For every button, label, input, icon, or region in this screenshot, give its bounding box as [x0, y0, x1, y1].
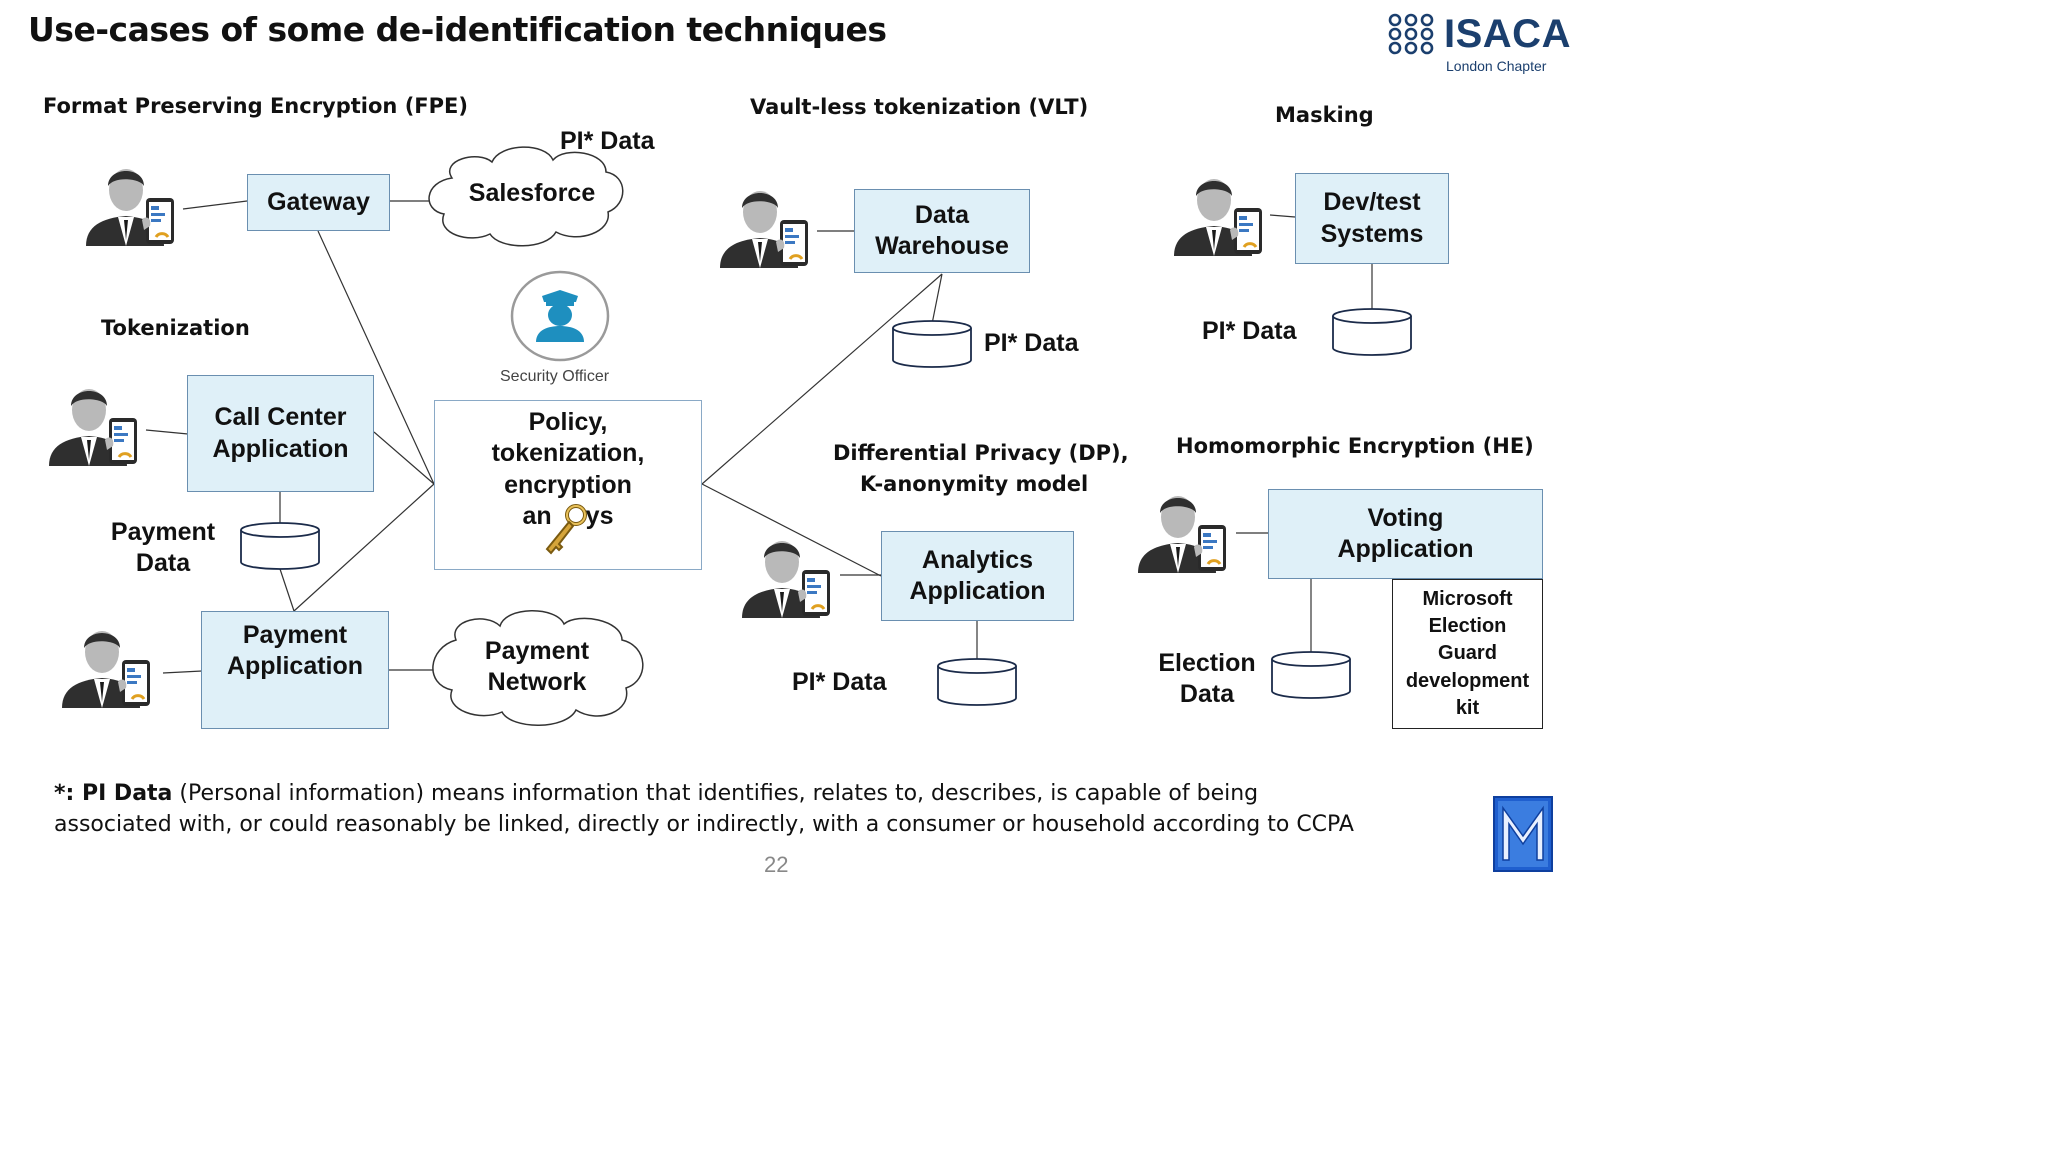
gateway-label: Gateway — [267, 187, 370, 216]
gateway-box: Gateway — [247, 174, 390, 231]
footnote: *: PI Data (Personal information) means … — [54, 778, 1354, 841]
policy-line3: encryption — [504, 470, 632, 499]
m-logo-icon — [1493, 796, 1553, 872]
section-fpe: Format Preserving Encryption (FPE) — [43, 94, 468, 118]
footnote-text: (Personal information) means information… — [54, 781, 1354, 838]
section-masking: Masking — [1275, 103, 1374, 127]
analytics-line1: Analytics — [921, 545, 1034, 574]
payment-network-cloud — [432, 610, 644, 726]
user-avatar-payment-icon — [60, 629, 152, 710]
voting-line2: Application — [1337, 535, 1474, 563]
pi-data-label-salesforce: PI* Data — [560, 127, 655, 155]
pi-data-label-masking: PI* Data — [1202, 317, 1297, 345]
section-vlt: Vault-less tokenization (VLT) — [750, 95, 1089, 119]
policy-line2: tokenization, — [491, 439, 645, 468]
user-avatar-vlt-icon — [718, 189, 810, 270]
election-data-line2: Data — [1179, 680, 1235, 709]
analytics-line2: Application — [909, 577, 1046, 605]
microsoft-electionguard-box: Microsoft Election Guard development kit — [1392, 579, 1543, 729]
logo-name: ISACA — [1444, 12, 1571, 56]
dev-test-systems-box: Dev/test Systems — [1295, 173, 1449, 264]
key-icon — [545, 504, 587, 555]
payment-app-line1: Payment — [242, 621, 348, 649]
payment-application-box: Payment Application — [201, 611, 389, 729]
election-data-label: Election Data — [1150, 648, 1264, 711]
slide-title: Use-cases of some de-identification tech… — [28, 10, 887, 49]
section-tokenization: Tokenization — [101, 316, 250, 340]
section-he: Homomorphic Encryption (HE) — [1176, 434, 1534, 458]
section-dp-line2: K-anonymity model — [860, 472, 1089, 496]
user-avatar-masking-icon — [1172, 177, 1264, 258]
election-data-cylinder — [1271, 651, 1351, 699]
dev-test-line2: Systems — [1320, 219, 1424, 248]
isaca-logo-icon — [1388, 13, 1434, 55]
data-warehouse-line1: Data — [914, 200, 970, 229]
payment-data-line2: Data — [135, 549, 191, 578]
salesforce-label: Salesforce — [468, 179, 596, 207]
pi-data-label-analytics: PI* Data — [792, 668, 887, 696]
mseg-line3: Guard — [1438, 642, 1497, 665]
mseg-line1: Microsoft — [1422, 587, 1513, 610]
user-avatar-fpe-icon — [84, 167, 176, 248]
call-center-line2: Application — [212, 434, 349, 463]
footnote-prefix: *: PI Data — [54, 781, 173, 806]
diagram-connectors — [145, 146, 1412, 726]
payment-network-line1: Payment — [484, 637, 590, 665]
mseg-line5: kit — [1455, 697, 1480, 720]
dev-test-line1: Dev/test — [1323, 188, 1421, 217]
policy-line1: Policy, — [528, 408, 608, 436]
payment-network-line2: Network — [487, 668, 587, 697]
masking-pi-data-cylinder — [1332, 308, 1412, 356]
call-center-line1: Call Center — [214, 403, 347, 432]
page-number: 22 — [764, 852, 789, 877]
payment-network-label: Payment Network — [457, 636, 617, 699]
voting-application-box: Voting Application — [1268, 489, 1543, 579]
user-avatar-analytics-icon — [740, 539, 832, 620]
user-avatar-he-icon — [1136, 494, 1228, 575]
voting-line1: Voting — [1367, 503, 1444, 532]
warehouse-pi-data-cylinder — [892, 320, 972, 368]
policy-box: Policy, tokenization, encryption an ys — [434, 400, 702, 570]
mseg-line2: Election — [1428, 614, 1507, 637]
payment-data-label: Payment Data — [104, 517, 222, 580]
pi-data-label-warehouse: PI* Data — [984, 329, 1079, 357]
analytics-application-box: Analytics Application — [881, 531, 1074, 621]
analytics-pi-data-cylinder — [937, 658, 1017, 706]
payment-data-line1: Payment — [110, 518, 216, 546]
election-data-line1: Election — [1158, 649, 1256, 677]
security-officer-icon — [510, 270, 610, 362]
mseg-line4: development — [1405, 669, 1530, 692]
data-warehouse-line2: Warehouse — [875, 232, 1009, 260]
payment-data-cylinder — [240, 522, 320, 570]
salesforce-cloud — [428, 146, 624, 247]
data-warehouse-box: Data Warehouse — [854, 189, 1030, 273]
logo-subtitle: London Chapter — [1446, 58, 1547, 74]
call-center-application-box: Call Center Application — [187, 375, 374, 492]
policy-line4a: an — [522, 501, 552, 530]
payment-app-line2: Application — [226, 652, 364, 681]
security-officer-label: Security Officer — [500, 368, 610, 385]
section-dp-line1: Differential Privacy (DP), — [833, 441, 1129, 465]
user-avatar-call-center-icon — [47, 387, 139, 468]
policy-line4b: ys — [585, 501, 614, 530]
